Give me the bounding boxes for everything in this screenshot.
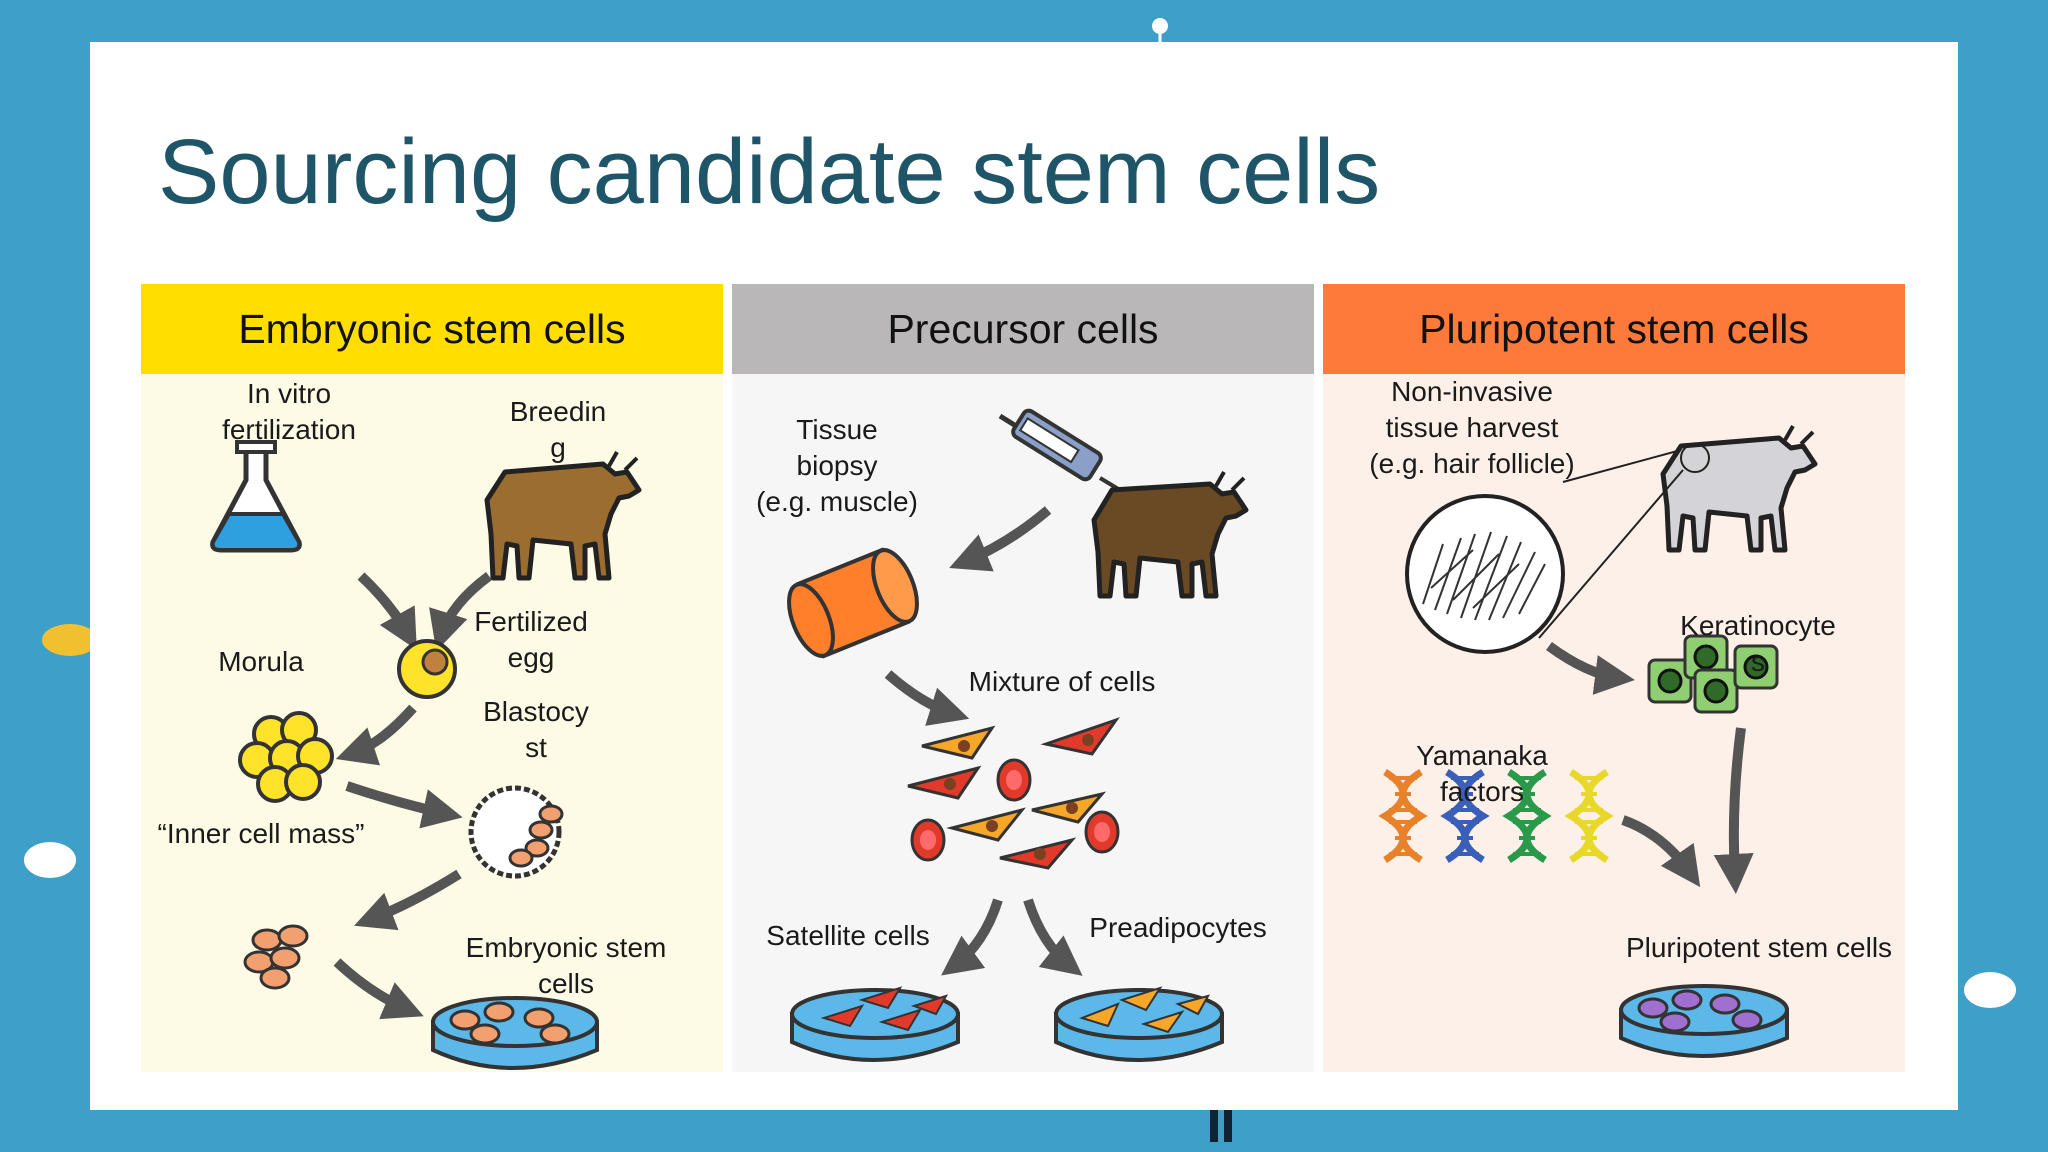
slide-title: Sourcing candidate stem cells (158, 120, 1380, 225)
label-morula: Morula (201, 644, 321, 680)
morula-icon (240, 713, 332, 801)
column-pluripotent: Pluripotent stem cells (1323, 284, 1905, 1072)
label-keratinocytes: Keratinocyte s (1663, 608, 1853, 680)
label-breeding: Breedin g (503, 394, 613, 466)
label-embryonic-stem-cells: Embryonic stem cells (441, 930, 691, 1002)
column-precursor: Precursor cells (732, 284, 1314, 1072)
petri-dish-icon (433, 998, 597, 1068)
column-embryonic: Embryonic stem cells (141, 284, 723, 1072)
label-harvest: Non-invasive tissue harvest (e.g. hair f… (1347, 374, 1597, 482)
cow-icon (1094, 472, 1246, 596)
label-yamanaka-factors: Yamanaka factors (1397, 738, 1567, 810)
label-satellite-cells: Satellite cells (748, 918, 948, 954)
egg-icon (399, 641, 455, 697)
label-ivf: In vitro fertilization (209, 376, 369, 448)
column-body: In vitro fertilization Breedin g Fertili… (141, 374, 723, 1072)
label-blastocyst: Blastocy st (471, 694, 601, 766)
label-tissue-biopsy: Tissue biopsy (e.g. muscle) (744, 412, 930, 520)
mixed-cells-icon (908, 720, 1118, 868)
column-body: Tissue biopsy (e.g. muscle) Mixture of c… (732, 374, 1314, 1072)
dna-helix-icon (1571, 772, 1607, 860)
flask-icon (213, 442, 300, 550)
label-fertilized-egg: Fertilized egg (461, 604, 601, 676)
column-heading: Embryonic stem cells (141, 284, 723, 374)
petri-dish-icon (1621, 986, 1787, 1056)
label-mixture-of-cells: Mixture of cells (932, 664, 1192, 700)
blastocyst-icon (471, 788, 562, 876)
label-inner-cell-mass: “Inner cell mass” (141, 816, 381, 852)
label-preadipocytes: Preadipocytes (1078, 910, 1278, 946)
syringe-icon (1000, 408, 1130, 496)
muscle-biopsy-icon (780, 544, 926, 662)
column-heading: Precursor cells (732, 284, 1314, 374)
cow-icon (1663, 426, 1815, 550)
slide: Sourcing candidate stem cells Embryonic … (90, 42, 1958, 1110)
hair-follicle-zoom-icon (1407, 496, 1563, 652)
column-heading: Pluripotent stem cells (1323, 284, 1905, 374)
petri-dish-icon (1056, 988, 1222, 1060)
petri-dish-icon (792, 988, 958, 1060)
cow-icon (487, 452, 639, 578)
inner-cell-mass-icon (245, 926, 307, 988)
label-pluripotent-stem-cells: Pluripotent stem cells (1613, 930, 1905, 966)
column-body: Non-invasive tissue harvest (e.g. hair f… (1323, 374, 1905, 1072)
